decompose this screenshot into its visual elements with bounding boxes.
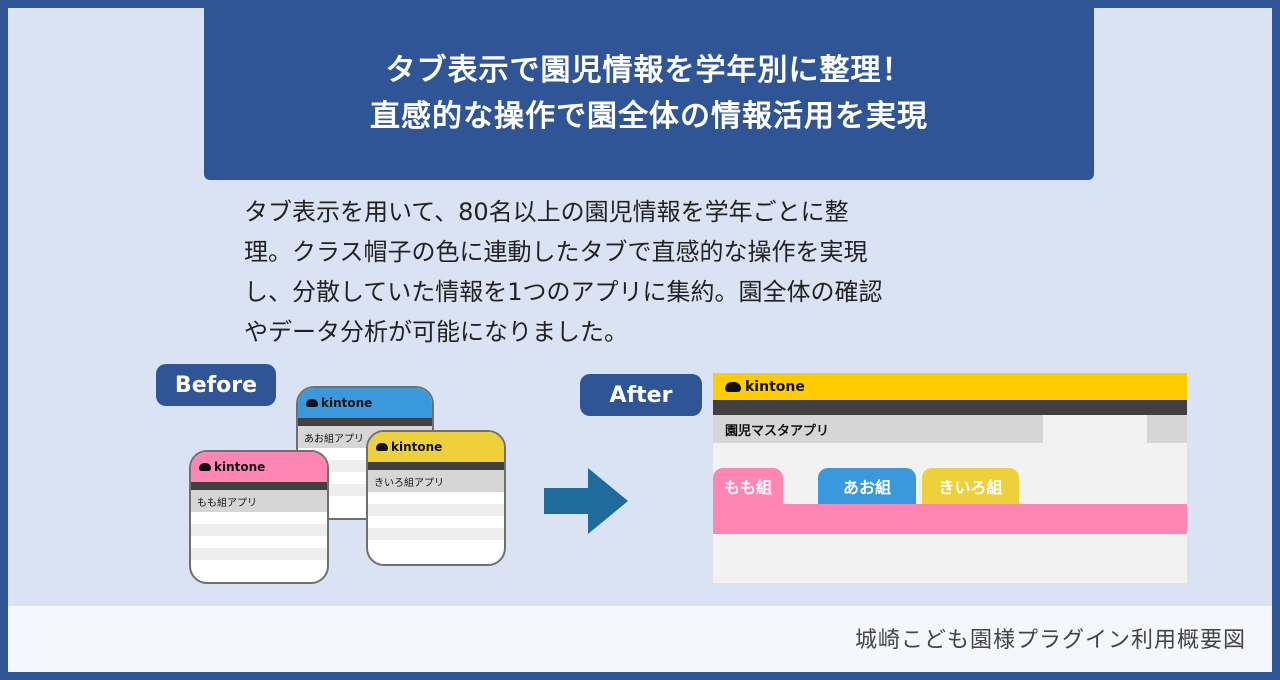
kintone-header: kintone <box>713 373 1187 400</box>
description-line: 理。クラス帽子の色に連動したタブで直感的な操作を実現 <box>244 238 868 266</box>
tab-ao[interactable]: あお組 <box>818 468 916 504</box>
title-line-1: タブ表示で園児情報を学年別に整理！ <box>385 53 913 88</box>
description: タブ表示を用いて、80名以上の園児情報を学年ごとに整 理。クラス帽子の色に連動し… <box>244 192 1064 352</box>
search-box <box>1043 415 1147 443</box>
footer-caption: 城崎こども園様プラグイン利用概要図 <box>854 628 1246 653</box>
right-arrow-icon <box>544 468 628 534</box>
tab-momo[interactable]: もも組 <box>713 468 783 504</box>
description-line: やデータ分析が可能になりました。 <box>244 318 628 346</box>
mini-app-card: kintone もも組アプリ <box>189 450 329 584</box>
kintone-app-mock: kintone 園児マスタアプリ もも組 あお組 きいろ組 <box>713 373 1187 583</box>
mini-app-name: きいろ組アプリ <box>368 470 504 492</box>
title-line-2: 直感的な操作で園全体の情報活用を実現 <box>370 99 928 134</box>
description-line: タブ表示を用いて、80名以上の園児情報を学年ごとに整 <box>244 198 849 226</box>
app-name: 園児マスタアプリ <box>725 423 830 439</box>
kintone-logo-icon <box>376 443 388 451</box>
footer: 城崎こども園様プラグイン利用概要図 <box>8 606 1272 672</box>
kintone-brand: kintone <box>745 378 805 395</box>
title-banner: タブ表示で園児情報を学年別に整理！ 直感的な操作で園全体の情報活用を実現 <box>204 8 1094 180</box>
kintone-logo-icon <box>725 381 741 392</box>
kintone-logo-icon <box>199 463 211 471</box>
mini-app-header: kintone <box>298 388 432 418</box>
mini-app-brand: kintone <box>321 396 373 410</box>
mini-app-name: もも組アプリ <box>191 490 327 512</box>
tab-kiiro[interactable]: きいろ組 <box>922 468 1019 504</box>
mini-app-header: kintone <box>368 432 504 462</box>
kintone-logo-icon <box>306 399 318 407</box>
after-label: After <box>580 374 702 416</box>
mini-app-brand: kintone <box>391 440 443 454</box>
diagram-canvas: タブ表示で園児情報を学年別に整理！ 直感的な操作で園全体の情報活用を実現 タブ表… <box>8 8 1272 672</box>
active-tab-bar <box>713 504 1187 534</box>
app-name-bar: 園児マスタアプリ <box>713 415 1187 443</box>
mini-app-card: kintone きいろ組アプリ <box>366 430 506 566</box>
before-label: Before <box>156 364 276 406</box>
description-line: し、分散していた情報を1つのアプリに集約。園全体の確認 <box>244 278 883 306</box>
mini-app-brand: kintone <box>214 460 266 474</box>
mini-app-header: kintone <box>191 452 327 482</box>
